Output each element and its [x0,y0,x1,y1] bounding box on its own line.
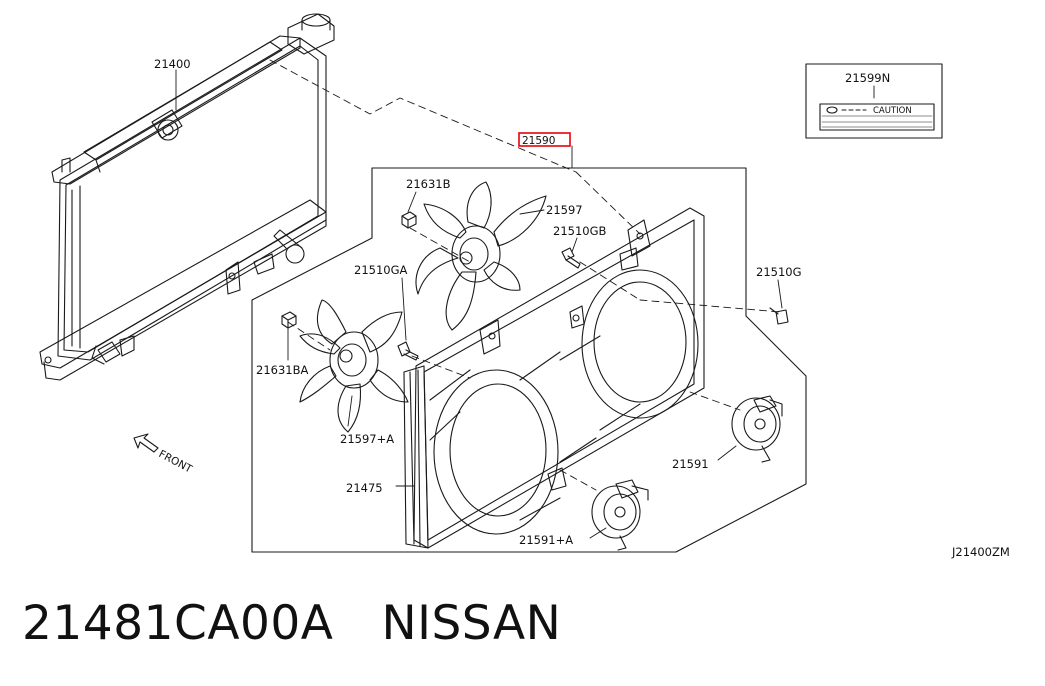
label-21599N: 21599N [845,71,890,85]
label-21591A: 21591+A [519,533,573,547]
fan-blade-lower [299,299,409,433]
label-front: FRONT [157,448,195,476]
label-21597A: 21597+A [340,432,394,446]
parts-diagram: 21400 21590 21599N CAUTION 21631B 21597 … [39,13,1010,559]
bolt-21510G [769,307,789,325]
label-21475: 21475 [346,481,383,495]
label-21591: 21591 [672,457,709,471]
label-21590: 21590 [522,135,555,147]
label-21631BA: 21631BA [256,363,308,377]
fan-shroud [403,207,705,549]
label-21631B: 21631B [406,177,451,191]
assembly-outline [251,167,807,553]
callout-labels: 21400 21590 21599N CAUTION 21631B 21597 … [154,57,1010,559]
label-21510G: 21510G [756,265,802,279]
highlight-box [518,132,571,147]
label-21510GB: 21510GB [553,224,606,238]
label-caution: CAUTION [873,106,912,116]
bolt-21510GA [397,341,419,361]
front-arrow-icon [133,433,159,453]
label-21597: 21597 [546,203,583,217]
caution-label-box [805,63,943,139]
fan-motor-lower [591,479,649,551]
nut-21631BA [281,311,297,329]
part-number: 21481CA00A [22,596,334,651]
label-reference-code: J21400ZM [951,545,1010,559]
nut-21631B [401,211,417,229]
fan-motor-right [731,395,783,463]
part-caption: 21481CA00A NISSAN [22,596,561,651]
fan-blade-upper [415,181,547,331]
brand-name: NISSAN [381,596,562,651]
label-21510GA: 21510GA [354,263,407,277]
bolt-21510GB [561,247,581,269]
radiator [39,13,335,381]
label-21400: 21400 [154,57,191,71]
